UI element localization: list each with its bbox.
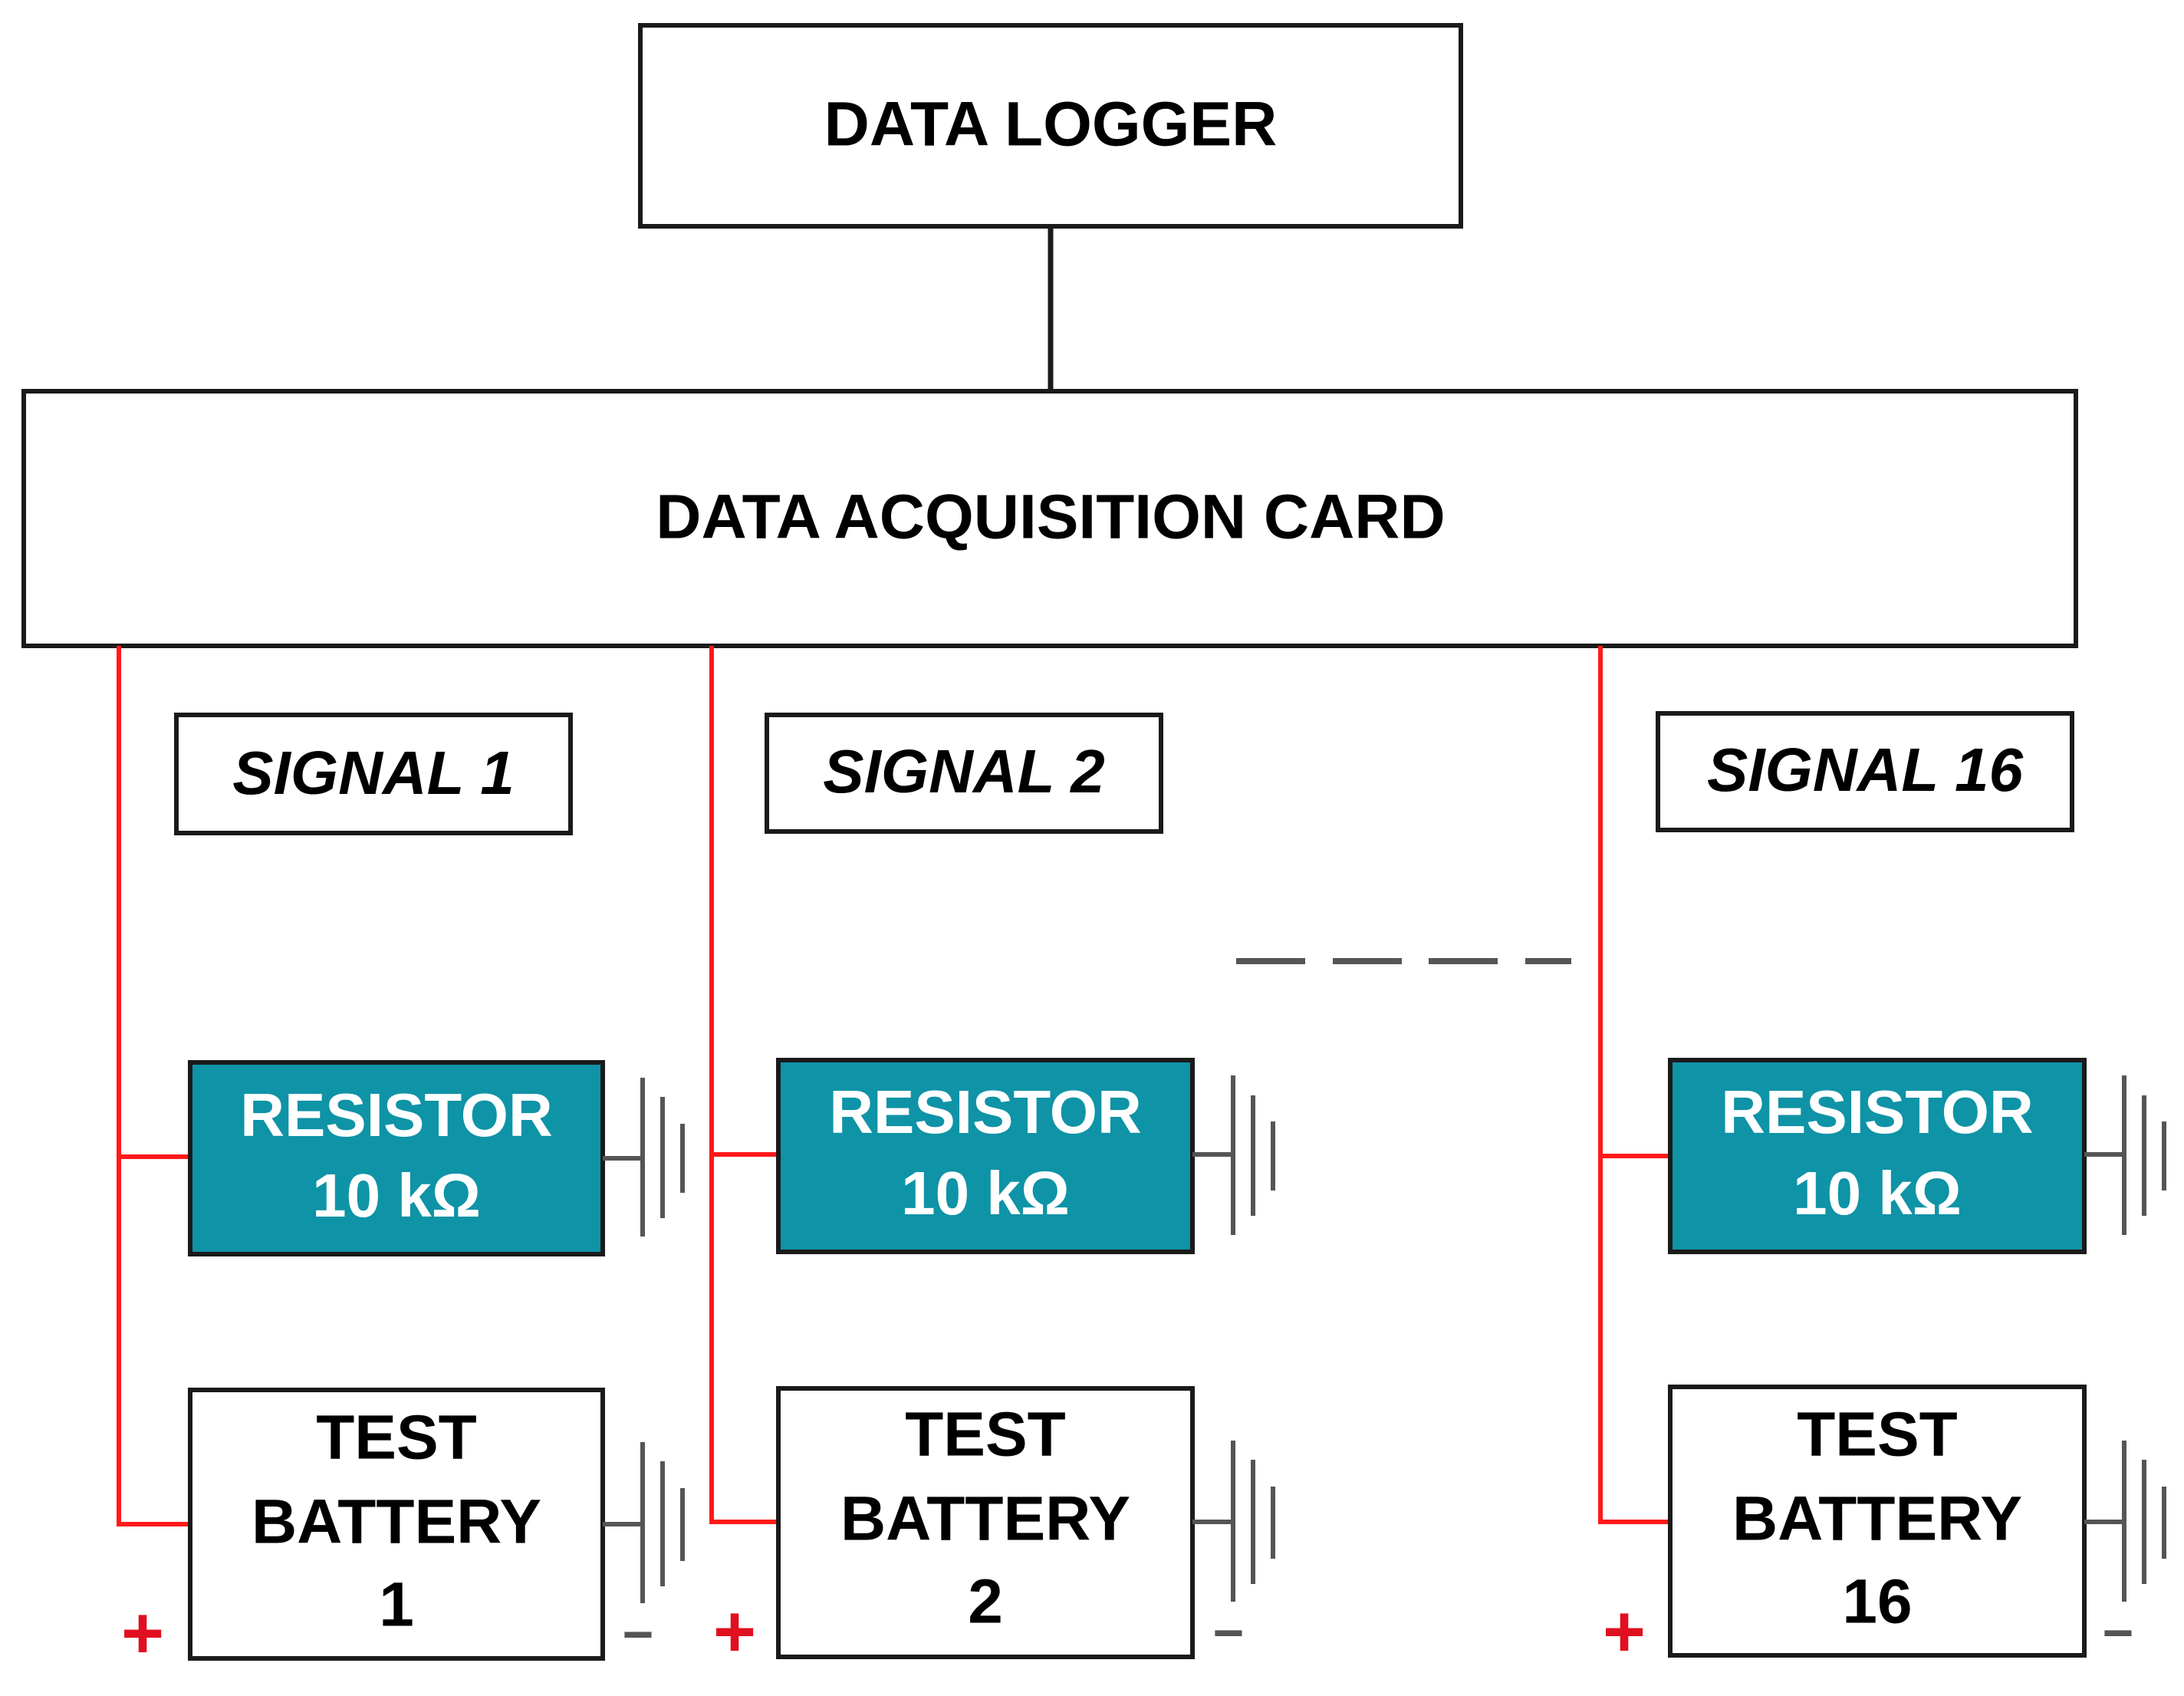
battery-label-line2: BATTERY: [252, 1487, 541, 1557]
signal-wire: [1598, 646, 1670, 1524]
resistor-block: [776, 1058, 1195, 1254]
channel-16: SIGNAL 16 RESISTOR 10 kΩ TEST BATTERY 16…: [1598, 646, 2166, 1672]
battery-number: 1: [379, 1570, 414, 1640]
signal-label-box: [174, 713, 573, 835]
daq-card-label: DATA ACQUISITION CARD: [656, 482, 1445, 552]
resistor-label: RESISTOR: [240, 1081, 553, 1149]
battery-label-line1: TEST: [316, 1403, 477, 1473]
positive-terminal-sign: +: [121, 1592, 164, 1674]
resistor-value: 10 kΩ: [901, 1159, 1070, 1227]
battery-label-line2: BATTERY: [840, 1484, 1130, 1554]
resistor-value: 10 kΩ: [312, 1161, 481, 1230]
negative-terminal-sign: −: [2103, 1602, 2134, 1662]
data-logger-label: DATA LOGGER: [824, 90, 1278, 160]
battery-block: [1668, 1385, 2087, 1658]
ground-icon: [2084, 1075, 2166, 1235]
channel-1: SIGNAL 1 RESISTOR 10 kΩ TEST BATTERY 1 +…: [117, 646, 685, 1674]
battery-number: 16: [1842, 1567, 1912, 1637]
ground-icon: [1192, 1075, 1275, 1235]
resistor-block: [1668, 1058, 2087, 1254]
battery-label-line2: BATTERY: [1732, 1484, 2022, 1554]
ground-icon: [603, 1442, 685, 1603]
signal-label-box: [765, 713, 1163, 834]
resistor-label: RESISTOR: [1721, 1078, 2034, 1146]
signal-label: SIGNAL 1: [232, 739, 515, 807]
ground-icon: [2084, 1441, 2166, 1602]
channel-2: SIGNAL 2 RESISTOR 10 kΩ TEST BATTERY 2 +…: [709, 646, 1275, 1672]
battery-label-line1: TEST: [1797, 1400, 1958, 1470]
signal-label: SIGNAL 2: [823, 737, 1105, 805]
negative-terminal-sign: −: [1213, 1602, 1245, 1662]
battery-block: [188, 1388, 605, 1661]
ground-icon: [1192, 1441, 1275, 1602]
battery-label-line1: TEST: [905, 1400, 1066, 1470]
signal-wire: [117, 646, 190, 1526]
positive-terminal-sign: +: [1603, 1590, 1646, 1672]
battery-number: 2: [968, 1567, 1003, 1637]
signal-label-box: [1656, 711, 2074, 832]
battery-block: [776, 1386, 1195, 1659]
signal-label: SIGNAL 16: [1707, 736, 2024, 804]
resistor-value: 10 kΩ: [1793, 1159, 1962, 1227]
data-logger-block: DATA LOGGER: [638, 23, 1463, 229]
positive-terminal-sign: +: [713, 1590, 756, 1672]
ground-icon: [603, 1078, 685, 1237]
resistor-label: RESISTOR: [829, 1078, 1142, 1146]
daq-card-block: DATA ACQUISITION CARD: [21, 389, 2078, 648]
signal-wire: [709, 646, 778, 1524]
resistor-block: [188, 1060, 605, 1256]
negative-terminal-sign: −: [623, 1604, 654, 1664]
